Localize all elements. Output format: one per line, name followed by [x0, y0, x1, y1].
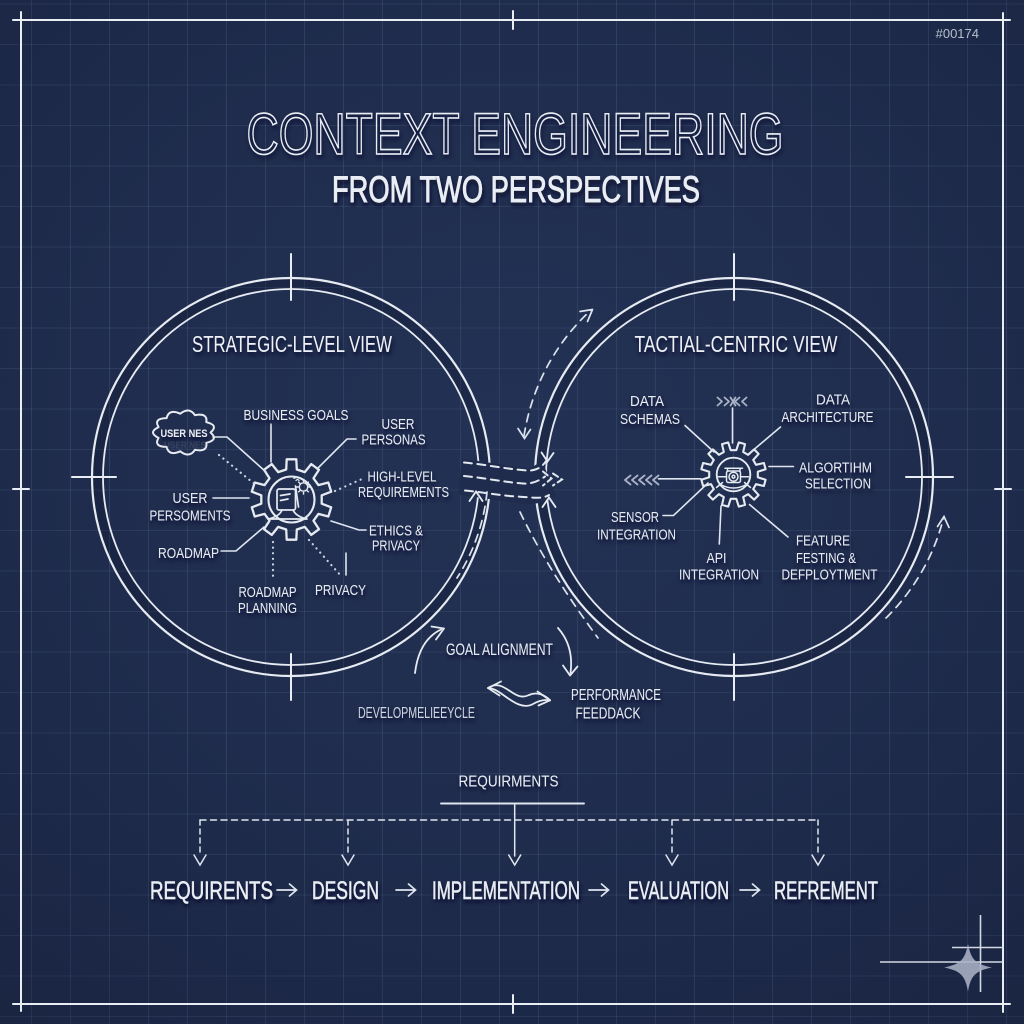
svg-text:DEVELOPMELIEEYCLE: DEVELOPMELIEEYCLE [358, 705, 475, 722]
svg-text:DATA: DATA [630, 393, 664, 410]
svg-text:FROM TWO PERSPECTIVES: FROM TWO PERSPECTIVES [332, 169, 700, 210]
svg-text:#00174: #00174 [936, 26, 979, 41]
svg-text:SELECTION: SELECTION [805, 476, 871, 493]
svg-text:USER: USER [173, 490, 208, 507]
svg-text:GOAL ALIGNMENT: GOAL ALIGNMENT [446, 641, 553, 659]
svg-text:CONTEXT ENGINEERING: CONTEXT ENGINEERING [247, 102, 784, 167]
svg-text:API: API [707, 550, 727, 567]
svg-text:ALGORTIHM: ALGORTIHM [799, 460, 872, 477]
svg-text:REQUIREMENTS: REQUIREMENTS [358, 484, 449, 501]
svg-text:PRIVACY: PRIVACY [372, 538, 420, 555]
svg-text:FESTING &: FESTING & [796, 550, 856, 567]
svg-text:HIGH-LEVEL: HIGH-LEVEL [368, 469, 437, 486]
svg-text:PERSOMENTS: PERSOMENTS [150, 508, 231, 525]
svg-text:ARCHITECTURE: ARCHITECTURE [782, 409, 874, 426]
svg-text:REFREMENT: REFREMENT [774, 877, 878, 905]
svg-text:TACTIAL-CENTRIC VIEW: TACTIAL-CENTRIC VIEW [635, 331, 838, 357]
svg-text:INTEGRATION: INTEGRATION [597, 527, 676, 544]
svg-text:USER NES: USER NES [161, 428, 208, 440]
svg-text:PERSONAS: PERSONAS [362, 432, 426, 449]
svg-text:DATA: DATA [816, 392, 850, 409]
svg-text:REQUIRENTS: REQUIRENTS [150, 877, 273, 905]
svg-text:ETHICS &: ETHICS & [369, 523, 423, 540]
svg-text:DEFPLOYTMENT: DEFPLOYTMENT [782, 567, 878, 584]
svg-text:INTEGRATION: INTEGRATION [679, 567, 759, 584]
svg-text:REQUIRMENTS: REQUIRMENTS [459, 774, 559, 791]
svg-text:FEEDDACK: FEEDDACK [576, 706, 641, 723]
svg-text:BUSINESS GOALS: BUSINESS GOALS [244, 407, 349, 424]
svg-text:PRIVACY: PRIVACY [315, 582, 366, 599]
svg-text:ROADMAP: ROADMAP [239, 584, 297, 601]
svg-text:FEATURE: FEATURE [796, 533, 850, 550]
svg-text:USER: USER [382, 416, 415, 433]
svg-text:IMPLEMENTATION: IMPLEMENTATION [432, 877, 580, 905]
svg-text:STRATEGIC-LEVEL VIEW: STRATEGIC-LEVEL VIEW [192, 331, 392, 357]
svg-text:PLANNING: PLANNING [238, 600, 297, 617]
svg-text:ROADMAP: ROADMAP [158, 545, 219, 562]
svg-text:SENSOR: SENSOR [611, 509, 659, 526]
svg-text:DESIGN: DESIGN [312, 877, 379, 905]
svg-text:PERFORMANCE: PERFORMANCE [571, 687, 661, 704]
svg-text:USER NES: USER NES [164, 441, 206, 452]
svg-text:SCHEMAS: SCHEMAS [620, 411, 680, 428]
svg-text:EVALUATION: EVALUATION [628, 877, 729, 905]
